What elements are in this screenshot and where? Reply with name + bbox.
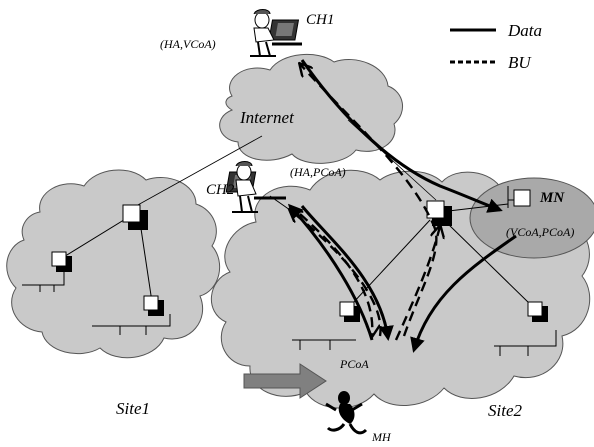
mn-region (469, 177, 594, 259)
site1-label: Site1 (116, 399, 150, 418)
internet-cloud (219, 53, 403, 164)
internet-label: Internet (239, 108, 295, 127)
router-site1 (122, 204, 148, 230)
host-site1-left (51, 251, 72, 272)
legend-bu-label: BU (508, 53, 532, 72)
pcoa-label: PCoA (339, 357, 369, 371)
bu-flow-to-router (394, 226, 440, 341)
movement-arrow (243, 363, 327, 399)
legend-data-label: Data (507, 21, 542, 40)
mn-label: MN (539, 190, 565, 206)
ch2-label: CH2 (206, 182, 235, 198)
legend: Data BU (450, 21, 542, 72)
mh-label: MH (371, 430, 392, 444)
ch1-label: CH1 (306, 12, 334, 28)
host-site1-right (143, 295, 164, 316)
data-flow-ch1-to-mn (300, 59, 503, 213)
ch1-binding-label: (HA,VCoA) (160, 37, 216, 51)
site2-label: Site2 (488, 401, 522, 420)
host-site2-right (527, 301, 548, 322)
bu-flow-from-ch2 (299, 213, 372, 336)
data-flow-mn-to-mh (410, 234, 517, 353)
ch1-user-icon (250, 9, 302, 57)
site1-cloud (6, 169, 221, 359)
data-flow-ch2-to-mh (300, 205, 394, 341)
bu-flow-to-ch1 (300, 64, 438, 337)
host-site2-left (339, 301, 360, 322)
mn-node (507, 186, 531, 208)
ch2-user-icon (225, 161, 286, 213)
mh-figure-icon (325, 391, 368, 435)
mn-binding-label: (VCoA,PCoA) (506, 225, 574, 239)
ch2-binding-label: (HA,PCoA) (290, 165, 346, 179)
